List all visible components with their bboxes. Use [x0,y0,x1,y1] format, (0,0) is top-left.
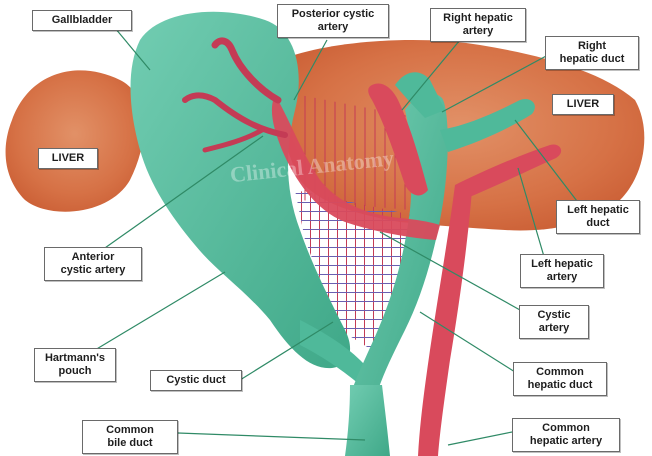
label-common-bile-duct: Common bile duct [82,420,178,454]
liver-left-region [6,70,144,211]
label-left-hepatic-duct: Left hepatic duct [556,200,640,234]
label-right-hepatic-artery: Right hepatic artery [430,8,526,42]
label-left-hepatic-duct-line2: duct [563,217,633,230]
label-cystic-artery-line1: Cystic [526,309,582,322]
label-liver-left-text: LIVER [52,152,84,164]
label-hartmanns-pouch: Hartmann's pouch [34,348,116,382]
label-liver-right-text: LIVER [567,98,599,110]
label-left-hepatic-artery: Left hepatic artery [520,254,604,288]
label-common-hepatic-duct-line1: Common [520,366,600,379]
label-common-hepatic-artery-line1: Common [519,422,613,435]
label-cystic-duct-text: Cystic duct [166,374,225,386]
label-hartmanns-pouch-line1: Hartmann's [41,352,109,365]
label-liver-right: LIVER [552,94,614,115]
label-liver-left: LIVER [38,148,98,169]
label-common-hepatic-artery-line2: hepatic artery [519,435,613,448]
label-cystic-artery: Cystic artery [519,305,589,339]
label-posterior-cystic-artery: Posterior cystic artery [277,4,389,38]
label-left-hepatic-artery-line1: Left hepatic [527,258,597,271]
label-left-hepatic-duct-line1: Left hepatic [563,204,633,217]
label-common-hepatic-artery: Common hepatic artery [512,418,620,452]
leader-common-bile-duct [178,433,365,440]
label-anterior-cystic-artery: Anterior cystic artery [44,247,142,281]
label-posterior-cystic-artery-line2: artery [284,21,382,34]
label-common-hepatic-duct-line2: hepatic duct [520,379,600,392]
label-posterior-cystic-artery-line1: Posterior cystic [284,8,382,21]
label-left-hepatic-artery-line2: artery [527,271,597,284]
label-cystic-duct: Cystic duct [150,370,242,391]
label-right-hepatic-artery-line2: artery [437,25,519,38]
label-common-bile-duct-line2: bile duct [89,437,171,450]
leader-common-hepatic-artery [448,432,512,445]
label-right-hepatic-duct-line2: hepatic duct [552,53,632,66]
label-cystic-artery-line2: artery [526,322,582,335]
label-gallbladder-text: Gallbladder [52,14,113,26]
common-bile-duct-shape [345,385,390,456]
label-hartmanns-pouch-line2: pouch [41,365,109,378]
label-right-hepatic-artery-line1: Right hepatic [437,12,519,25]
label-gallbladder: Gallbladder [32,10,132,31]
label-right-hepatic-duct: Right hepatic duct [545,36,639,70]
leader-hartmanns-pouch [95,272,225,350]
label-anterior-cystic-artery-line2: cystic artery [51,264,135,277]
label-anterior-cystic-artery-line1: Anterior [51,251,135,264]
label-common-bile-duct-line1: Common [89,424,171,437]
label-common-hepatic-duct: Common hepatic duct [513,362,607,396]
label-right-hepatic-duct-line1: Right [552,40,632,53]
